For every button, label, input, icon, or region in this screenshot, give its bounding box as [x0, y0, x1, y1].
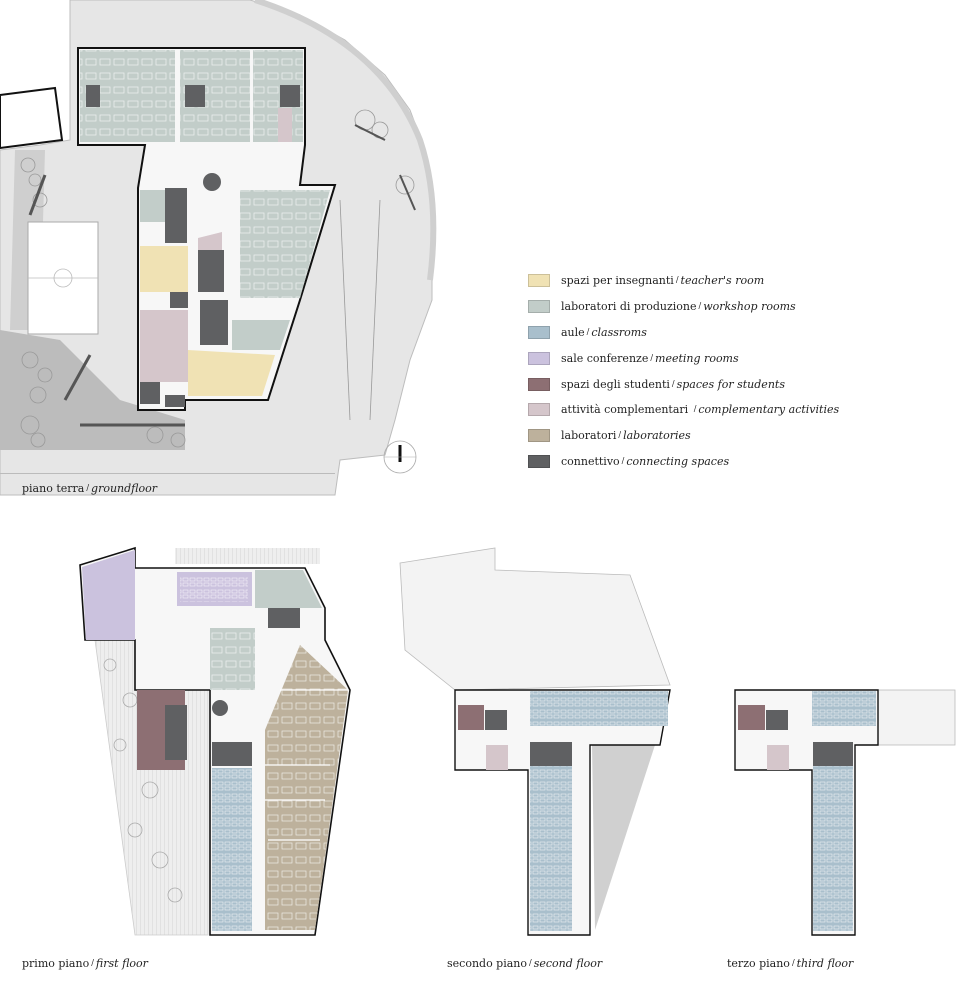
caption-third-floor-it: terzo piano: [727, 957, 790, 970]
legend-label-it: connettivo: [561, 454, 620, 468]
caption-second-floor: secondo piano/second floor: [447, 957, 603, 970]
legend-label-it: spazi degli studenti: [561, 377, 670, 391]
second-core-2: [530, 742, 572, 766]
ground-teacher-room-1: [140, 246, 188, 292]
ground-core-1: [86, 85, 100, 107]
legend-item-complementary: attività complementari /complementary ac…: [528, 397, 839, 423]
legend-label-en: workshop rooms: [703, 300, 796, 314]
third-floor-plan: [734, 689, 956, 936]
first-core-1: [268, 608, 300, 628]
ground-workshop-left: [140, 190, 168, 222]
legend-swatch-complementary: [528, 403, 550, 417]
caption-second-floor-it: secondo piano: [447, 957, 528, 970]
legend-label-en: connecting spaces: [626, 454, 730, 468]
legend-label-meeting: sale conferenze/meeting rooms: [561, 351, 739, 365]
caption-groundfloor-it: piano terra: [22, 482, 85, 495]
ground-park-area: [0, 330, 185, 450]
north-arrow-icon: [383, 440, 417, 474]
legend-item-workshop: laboratori di produzione/workshop rooms: [528, 294, 839, 320]
legend-label-it: spazi per insegnanti: [561, 274, 674, 288]
legend-label-classroom: aule/classroms: [561, 325, 647, 339]
caption-groundfloor: piano terra/groundfloor: [22, 482, 158, 495]
legend-item-students: spazi degli studenti/spaces for students: [528, 371, 839, 397]
second-students-room: [458, 705, 484, 730]
caption-first-floor-en: first floor: [95, 957, 148, 970]
third-students-room: [738, 705, 765, 730]
legend-label-it: attività complementari: [561, 403, 692, 417]
ground-parking: [339, 199, 381, 421]
legend-label-laboratory: laboratori/laboratories: [561, 429, 691, 443]
ground-road-curve: [254, 0, 437, 281]
legend-swatch-meeting: [528, 351, 550, 365]
ground-existing-building: [0, 86, 64, 150]
second-roof-outline: [399, 547, 671, 691]
second-floor-plan: [399, 547, 671, 936]
ground-central-stair: [198, 250, 224, 292]
legend-label-workshop: laboratori di produzione/workshop rooms: [561, 300, 796, 314]
third-core-1: [766, 710, 788, 730]
caption-third-floor: terzo piano/third floor: [727, 957, 854, 970]
legend-label-it: aule: [561, 325, 585, 339]
legend-label-en: spaces for students: [676, 377, 785, 391]
legend-label-en: classroms: [591, 325, 647, 339]
legend-item-connecting: connettivo/connecting spaces: [528, 449, 839, 475]
legend-label-complementary: attività complementari /complementary ac…: [561, 403, 840, 417]
groundfloor-plan: [0, 0, 437, 496]
ground-core-2: [185, 85, 205, 107]
legend-label-it: laboratori di produzione: [561, 300, 697, 314]
ground-complementary-2: [198, 232, 222, 250]
legend-label-students: spazi degli studenti/spaces for students: [561, 377, 785, 391]
ground-core-3: [280, 85, 300, 107]
ground-core-left: [165, 188, 187, 243]
ground-complementary-1: [140, 310, 188, 382]
second-core-1: [485, 710, 507, 730]
legend-label-en: meeting rooms: [655, 351, 739, 365]
caption-second-floor-en: second floor: [533, 957, 603, 970]
caption-groundfloor-en: groundfloor: [91, 482, 158, 495]
legend-label-it: sale conferenze: [561, 351, 649, 365]
legend-label-en: teacher's room: [680, 274, 765, 288]
legend-item-classroom: aule/classroms: [528, 320, 839, 346]
legend-item-laboratory: laboratori/laboratories: [528, 423, 839, 449]
first-workshop-1: [255, 570, 322, 608]
third-complementary: [767, 745, 789, 770]
legend-item-teacher: spazi per insegnanti/teacher's room: [528, 268, 839, 294]
legend-swatch-laboratory: [528, 429, 550, 443]
second-terrace-hatch: [592, 745, 655, 930]
caption-first-floor-it: primo piano: [22, 957, 90, 970]
legend-label-en: complementary activities: [698, 403, 840, 417]
first-meeting-room-1: [82, 550, 135, 640]
legend-swatch-students: [528, 377, 550, 391]
legend-label-it: laboratori: [561, 429, 617, 443]
third-roof-outline: [877, 689, 956, 746]
legend-item-meeting: sale conferenze/meeting rooms: [528, 345, 839, 371]
legend-label-en: laboratories: [623, 429, 691, 443]
legend-swatch-teacher: [528, 274, 550, 288]
legend-swatch-workshop: [528, 300, 550, 314]
third-core-2: [813, 742, 853, 766]
caption-third-floor-en: third floor: [796, 957, 854, 970]
legend-swatch-classroom: [528, 325, 550, 339]
legend-label-teacher: spazi per insegnanti/teacher's room: [561, 274, 765, 288]
legend-label-connecting: connettivo/connecting spaces: [561, 454, 730, 468]
legend-swatch-connecting: [528, 454, 550, 468]
first-core-2: [212, 742, 252, 766]
ground-teacher-room-2: [188, 350, 275, 396]
first-floor-plan: [79, 546, 351, 936]
legend: spazi per insegnanti/teacher's room labor…: [528, 268, 839, 474]
caption-first-floor: primo piano/first floor: [22, 957, 148, 970]
second-complementary: [486, 745, 508, 770]
